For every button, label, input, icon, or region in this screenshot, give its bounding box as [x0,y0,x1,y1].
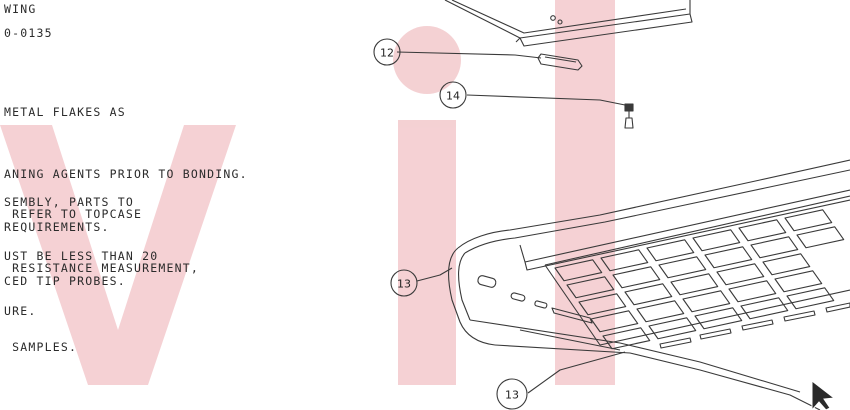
key-cutout [694,307,743,330]
leader-12 [396,51,542,59]
callout-balloon-13-side [390,269,418,297]
key-cutout [796,226,845,249]
key-cutout [602,327,651,350]
key-cutout [740,297,789,320]
note-line-8: UST BE LESS THAN 20 [4,249,159,263]
key-cutout [624,283,673,306]
screw-part [624,103,634,129]
key-cutout [590,310,639,333]
note-line-11: URE. [4,304,37,318]
note-line-9: RESISTANCE MEASUREMENT, [4,261,199,275]
callout-12: 12 [380,47,394,60]
key-cutout [566,276,615,299]
note-line-1: WING [4,2,37,16]
callout-balloon-14 [439,81,467,109]
callout-balloon-13-bottom [496,378,528,410]
key-cutout [670,273,719,296]
note-line-5: SEMBLY, PARTS TO [4,195,134,209]
note-line-2: 0-0135 [4,26,53,40]
key-cutout [648,317,697,340]
note-line-4: ANING AGENTS PRIOR TO BONDING. [4,167,248,181]
key-cutout [762,253,811,276]
key-cutout [728,280,777,303]
callout-14: 14 [446,90,460,103]
keyboard-grid [554,209,845,350]
pin-part [537,53,583,71]
key-cutout [612,266,661,289]
key-cutout [636,300,685,323]
leader-14 [466,94,626,106]
note-line-10: CED TIP PROBES. [4,274,126,288]
key-cutout [750,236,799,259]
key-cutout [704,246,753,269]
callout-balloon-12 [373,38,401,66]
mouse-pointer-icon [811,379,836,410]
topcase-part [448,159,850,410]
key-cutout [786,287,835,310]
note-line-3: METAL FLAKES AS [4,105,126,119]
key-cutout [774,270,823,293]
key-cutout [646,239,695,262]
leader-13-bottom [527,351,626,394]
key-cutout [692,229,741,252]
key-cutout [600,249,649,272]
key-cutout [784,209,833,232]
callout-13-side: 13 [397,278,411,291]
key-cutout [738,219,787,242]
note-line-12: SAMPLES. [4,340,78,354]
key-cutout [554,259,603,282]
leader-13-side [416,267,453,282]
note-line-7: REQUIREMENTS. [4,220,110,234]
key-cutout [658,256,707,279]
note-line-6: REFER TO TOPCASE [4,207,143,221]
callout-13-bottom: 13 [505,389,519,402]
key-cutout [682,290,731,313]
key-cutout [578,293,627,316]
bracket-part [444,0,693,47]
key-cutout [716,263,765,286]
